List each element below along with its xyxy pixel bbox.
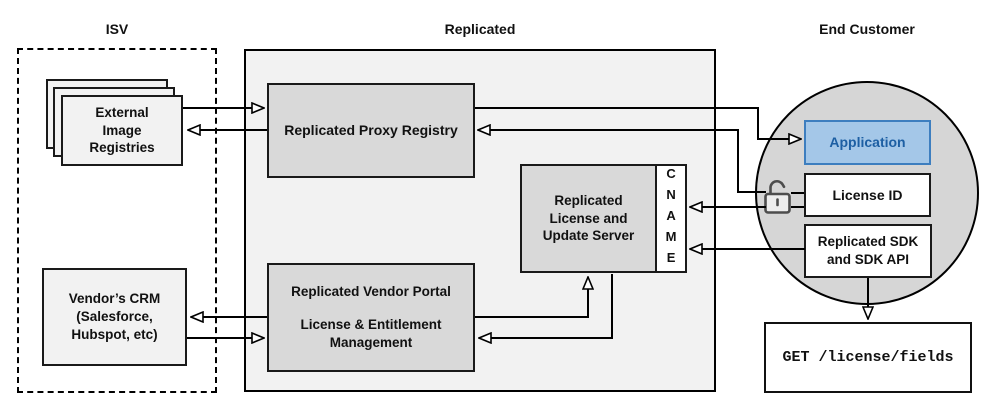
proxy-registry-node: Replicated Proxy Registry [267, 83, 475, 178]
isv-section-box [17, 48, 217, 393]
api-request-box: GET /license/fields [764, 322, 972, 393]
replicated-sdk-node: Replicated SDK and SDK API [804, 224, 932, 278]
license-id-node: License ID [804, 173, 931, 217]
vendor-portal-title: Replicated Vendor Portal [291, 284, 451, 300]
section-title-end-customer: End Customer [819, 21, 915, 37]
open-padlock-icon [764, 180, 791, 214]
cname-strip: CNAME [655, 164, 687, 273]
section-title-isv: ISV [105, 21, 129, 37]
vendor-crm-node: Vendor’s CRM (Salesforce, Hubspot, etc) [42, 268, 187, 366]
application-node: Application [804, 120, 931, 165]
cname-label: CNAME [663, 166, 679, 271]
section-title-replicated: Replicated [444, 21, 516, 37]
license-update-server-node: Replicated License and Update Server [520, 164, 657, 273]
external-image-registries-node: External Image Registries [61, 95, 183, 166]
vendor-portal-node: Replicated Vendor Portal License & Entit… [267, 263, 475, 372]
vendor-portal-subtitle: License & Entitlement Management [300, 317, 442, 350]
